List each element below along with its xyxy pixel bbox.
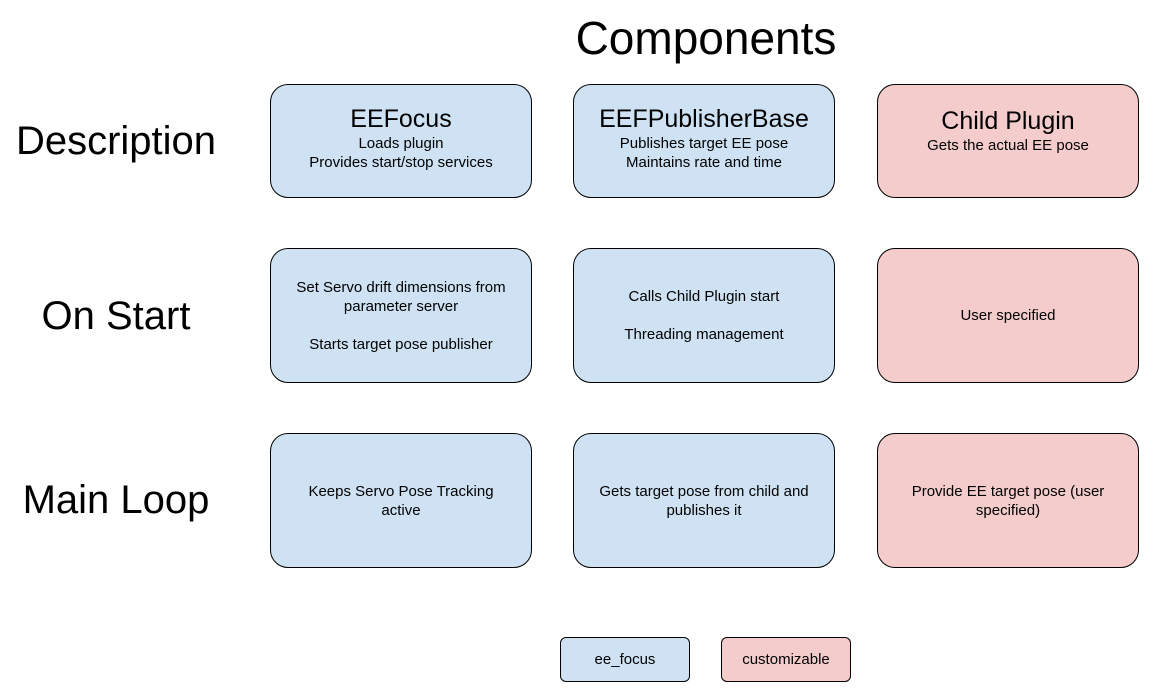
box-line: Provide EE target pose (user bbox=[911, 482, 1105, 500]
main-loop-child-plugin-box: Provide EE target pose (user specified) bbox=[877, 433, 1139, 568]
description-child-plugin-box: Child Plugin Gets the actual EE pose bbox=[877, 84, 1139, 198]
description-publisher-base-box: EEFPublisherBase Publishes target EE pos… bbox=[573, 84, 835, 198]
box-line: publishes it bbox=[666, 501, 742, 519]
box-line: parameter server bbox=[343, 297, 459, 315]
on-start-ee-focus-box: Set Servo drift dimensions from paramete… bbox=[270, 248, 532, 383]
box-title: EEFPublisherBase bbox=[599, 105, 809, 133]
box-line: Provides start/stop services bbox=[309, 154, 493, 171]
box-line: Publishes target EE pose bbox=[619, 135, 789, 152]
main-loop-publisher-base-box: Gets target pose from child and publishe… bbox=[573, 433, 835, 568]
box-title: EEFocus bbox=[350, 105, 452, 133]
box-line: Loads plugin bbox=[358, 135, 444, 152]
on-start-publisher-base-box: Calls Child Plugin start Threading manag… bbox=[573, 248, 835, 383]
box-line: Gets target pose from child and bbox=[599, 482, 809, 500]
legend-ee-focus: ee_focus bbox=[560, 637, 690, 682]
legend-customizable: customizable bbox=[721, 637, 851, 682]
main-loop-ee-focus-box: Keeps Servo Pose Tracking active bbox=[270, 433, 532, 568]
box-line: Gets the actual EE pose bbox=[927, 137, 1089, 154]
box-line: Threading management bbox=[624, 326, 784, 343]
row-label-description: Description bbox=[15, 119, 217, 163]
box-line: active bbox=[381, 501, 421, 519]
box-line: Starts target pose publisher bbox=[309, 335, 493, 353]
box-title: Child Plugin bbox=[941, 107, 1075, 135]
box-line: Keeps Servo Pose Tracking bbox=[308, 482, 494, 500]
row-label-on-start: On Start bbox=[41, 294, 191, 338]
on-start-child-plugin-box: User specified bbox=[877, 248, 1139, 383]
box-line: Maintains rate and time bbox=[626, 154, 782, 171]
diagram-title: Components bbox=[575, 12, 837, 64]
box-line: Calls Child Plugin start bbox=[628, 288, 780, 305]
box-line: User specified bbox=[960, 307, 1056, 324]
box-line: specified) bbox=[975, 501, 1041, 519]
description-ee-focus-box: EEFocus Loads plugin Provides start/stop… bbox=[270, 84, 532, 198]
box-line: Set Servo drift dimensions from bbox=[296, 278, 506, 296]
row-label-main-loop: Main Loop bbox=[22, 478, 210, 522]
